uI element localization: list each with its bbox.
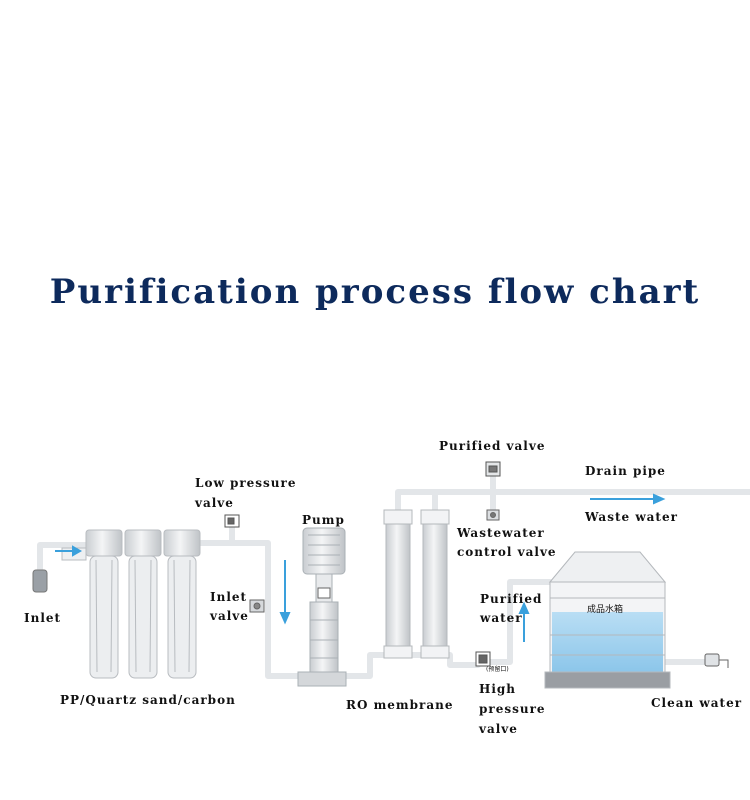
inlet-valve [249,599,265,613]
ro-membranes [383,509,450,659]
inlet-fitting [32,569,48,593]
label-purified-water-line1: Purified [480,592,543,606]
label-pump: Pump [302,513,345,527]
filter-housing-1 [85,529,123,679]
inlet-pipe [37,542,89,575]
pump [297,527,347,687]
label-wastewater-control-valve-line1: Wastewater [457,526,545,540]
purified-water-pipe [487,579,553,665]
label-low-pressure-valve-line2: valve [195,496,234,510]
tank-water-level [552,612,663,672]
pipes [37,467,750,679]
label-high-pressure-valve-line3: valve [479,722,518,736]
label-inlet-valve-line1: Inlet [210,590,248,604]
label-filters: PP/Quartz sand/carbon [60,693,236,707]
flow-arrows [55,493,666,642]
label-drain-pipe: Drain pipe [585,464,666,478]
ro-membrane-2 [420,509,450,659]
filter-housing-2 [124,529,162,679]
purified-valve [485,461,501,477]
label-inlet-valve-line2: valve [210,609,249,623]
storage-tank [544,551,671,689]
label-wastewater-control-valve-line2: control valve [457,545,557,559]
label-tank: 成品水箱 [587,605,624,615]
label-waste-water: Waste water [585,510,678,524]
low-pressure-valve [224,514,240,528]
pump-down-arrow [279,560,291,625]
label-high-pressure-valve-line1: High [479,682,517,696]
label-clean-water: Clean water [651,696,743,710]
label-purified-valve: Purified valve [439,439,546,453]
label-ro-membrane: RO membrane [346,698,454,712]
label-valve-tag: (预留口) [486,666,509,673]
ro-membrane-1 [383,509,413,659]
inlet-flow-arrow [55,545,83,557]
label-purified-water-line2: water [480,611,523,625]
high-pressure-valve [475,651,491,667]
label-low-pressure-valve-line1: Low pressure [195,476,297,490]
wastewater-control-valve [486,509,500,521]
clean-water-faucet [704,653,729,668]
waste-water-arrow [590,493,666,505]
ro-top-pipe [395,489,523,515]
label-inlet: Inlet [24,611,62,625]
filter-housing-3 [163,529,201,679]
filter-housings [61,529,201,679]
page-title: Purification process flow chart [49,272,701,312]
label-high-pressure-valve-line2: pressure [479,702,546,716]
purified-water-up-arrow [518,601,530,642]
